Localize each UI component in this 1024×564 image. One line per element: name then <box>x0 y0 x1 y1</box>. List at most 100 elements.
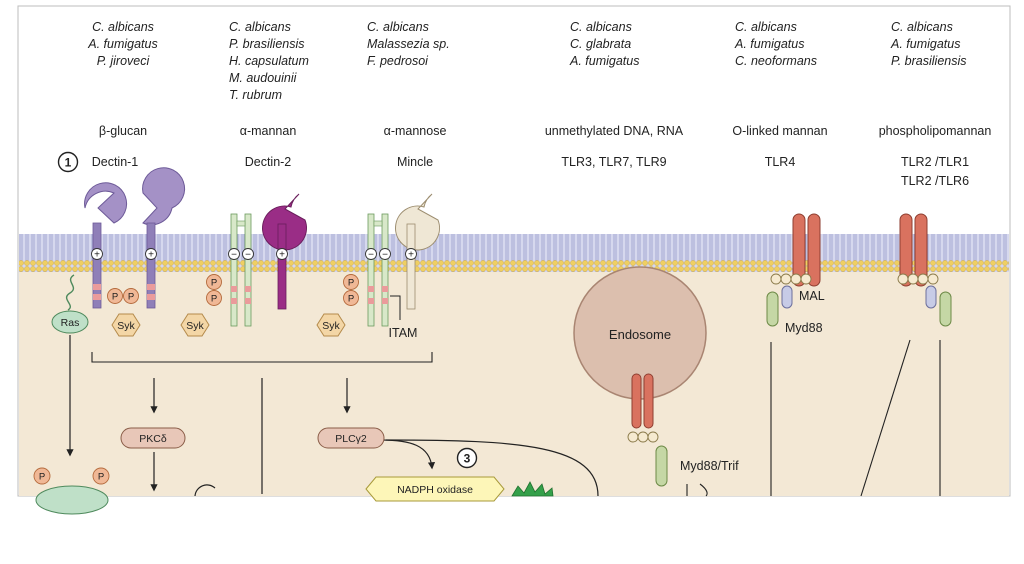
svg-text:P: P <box>211 294 217 305</box>
organisms-tlr2: C. albicans A. fumigatus P. brasiliensis <box>890 20 967 68</box>
svg-text:C. albicans: C. albicans <box>735 20 797 34</box>
svg-text:P: P <box>39 472 45 483</box>
svg-text:+: + <box>94 250 100 261</box>
syk-dectin1: Syk <box>111 313 141 337</box>
itam-bracket: ITAM <box>389 295 418 340</box>
ligand-row: β-glucan α-mannan α-mannose unmethylated… <box>99 124 991 138</box>
dectin2-receptor: + <box>262 193 308 310</box>
svg-text:M. audouinii: M. audouinii <box>229 71 298 85</box>
svg-text:P: P <box>348 294 354 305</box>
receptor-tlr4: TLR4 <box>765 155 796 169</box>
syk-dectin2: Syk <box>180 313 210 337</box>
tlr2-receptor <box>897 213 952 327</box>
svg-text:F. pedrosoi: F. pedrosoi <box>367 54 429 68</box>
nadph-oxidase: NADPH oxidase <box>365 476 505 502</box>
svg-text:1: 1 <box>65 156 72 170</box>
svg-text:−: − <box>382 250 388 261</box>
raf-protein: P P <box>33 467 110 515</box>
endosomal-tlr <box>627 373 668 487</box>
ligand-tlr4: O-linked mannan <box>732 124 827 138</box>
pkc-delta: PKCδ <box>120 427 186 449</box>
svg-text:+: + <box>408 250 414 261</box>
svg-text:NADPH oxidase: NADPH oxidase <box>397 484 473 496</box>
svg-text:A. fumigatus: A. fumigatus <box>569 54 639 68</box>
svg-text:P: P <box>98 472 104 483</box>
myd88-label: Myd88 <box>785 321 823 335</box>
receptor-tlr3-7-9: TLR3, TLR7, TLR9 <box>561 155 666 169</box>
ligand-tlr2: phospholipomannan <box>879 124 992 138</box>
svg-text:A. fumigatus: A. fumigatus <box>87 37 157 51</box>
svg-text:A. fumigatus: A. fumigatus <box>890 37 960 51</box>
step-3-marker: 3 <box>456 447 478 469</box>
ligand-dectin2: α-mannan <box>240 124 297 138</box>
phospho-mincle: P P <box>343 274 359 306</box>
receptor-tlr2-tlr6: TLR2 /TLR6 <box>901 174 969 188</box>
svg-text:P: P <box>211 278 217 289</box>
mal-label: MAL <box>799 289 825 303</box>
partial-circle <box>194 484 216 497</box>
svg-text:C. glabrata: C. glabrata <box>570 37 631 51</box>
myd88-trif-label: Myd88/Trif <box>680 459 739 473</box>
organisms-tlr4: C. albicans A. fumigatus C. neoformans <box>734 20 817 68</box>
svg-text:C. albicans: C. albicans <box>570 20 632 34</box>
organisms-mincle: C. albicans Malassezia sp. F. pedrosoi <box>367 20 450 68</box>
ligand-mincle: α-mannose <box>384 124 447 138</box>
svg-text:P: P <box>112 292 118 303</box>
syk-mincle: Syk <box>316 313 346 337</box>
svg-text:P. brasiliensis: P. brasiliensis <box>891 54 967 68</box>
mincle-receptor: + <box>395 193 441 310</box>
dectin1-receptor-left: + <box>84 182 128 309</box>
svg-text:3: 3 <box>464 452 471 466</box>
signal-bracket <box>91 352 433 363</box>
tlr4-receptor <box>766 213 821 327</box>
dectin1-receptor-right: + <box>142 167 186 309</box>
svg-text:P. brasiliensis: P. brasiliensis <box>229 37 305 51</box>
mincle-fcr-gamma: − − <box>365 213 391 327</box>
svg-text:Syk: Syk <box>117 320 135 332</box>
svg-text:P. jiroveci: P. jiroveci <box>97 54 151 68</box>
endosome: Endosome <box>573 266 707 400</box>
svg-text:P: P <box>348 278 354 289</box>
svg-text:C. albicans: C. albicans <box>367 20 429 34</box>
svg-text:C. neoformans: C. neoformans <box>735 54 817 68</box>
signal-arrows <box>66 335 599 497</box>
ligand-tlr3-7-9: unmethylated DNA, RNA <box>545 124 684 138</box>
svg-text:−: − <box>368 250 374 261</box>
svg-text:Endosome: Endosome <box>609 327 671 342</box>
svg-text:A. fumigatus: A. fumigatus <box>734 37 804 51</box>
receptor-dectin1: Dectin-1 <box>92 155 139 169</box>
tlr2-signal-lines <box>860 339 941 497</box>
organisms-dectin2: C. albicans P. brasiliensis H. capsulatu… <box>229 20 309 102</box>
svg-text:C. albicans: C. albicans <box>92 20 154 34</box>
svg-text:ITAM: ITAM <box>389 326 418 340</box>
svg-text:+: + <box>148 250 154 261</box>
cytoplasm <box>19 264 1009 496</box>
svg-text:PLCγ2: PLCγ2 <box>335 433 367 445</box>
ligand-dectin1: β-glucan <box>99 124 147 138</box>
svg-text:Syk: Syk <box>322 320 340 332</box>
svg-text:P: P <box>128 292 134 303</box>
svg-text:C. albicans: C. albicans <box>229 20 291 34</box>
svg-text:+: + <box>279 250 285 261</box>
endosome-signal-lines <box>686 483 708 497</box>
svg-text:Malassezia sp.: Malassezia sp. <box>367 37 450 51</box>
ras-protein: Ras <box>51 274 89 334</box>
step-1-marker <box>57 151 79 173</box>
svg-text:Ras: Ras <box>61 317 80 329</box>
plc-gamma2: PLCγ2 <box>317 427 385 449</box>
svg-text:Syk: Syk <box>186 320 204 332</box>
plasma-membrane <box>19 234 1009 272</box>
svg-text:C. albicans: C. albicans <box>891 20 953 34</box>
svg-text:PKCδ: PKCδ <box>139 433 167 445</box>
receptor-row: 1 Dectin-1 Dectin-2 Mincle TLR3, TLR7, T… <box>57 151 969 188</box>
svg-text:−: − <box>231 250 237 261</box>
receptor-tlr2-tlr1: TLR2 /TLR1 <box>901 155 969 169</box>
receptor-mincle: Mincle <box>397 155 433 169</box>
svg-text:−: − <box>245 250 251 261</box>
receptor-dectin2: Dectin-2 <box>245 155 292 169</box>
organisms-dectin1: C. albicans A. fumigatus P. jiroveci <box>87 20 157 68</box>
phospho-dectin2: P P <box>206 274 222 306</box>
organisms-tlr3-7-9: C. albicans C. glabrata A. fumigatus <box>569 20 639 68</box>
ros-burst <box>511 481 554 497</box>
